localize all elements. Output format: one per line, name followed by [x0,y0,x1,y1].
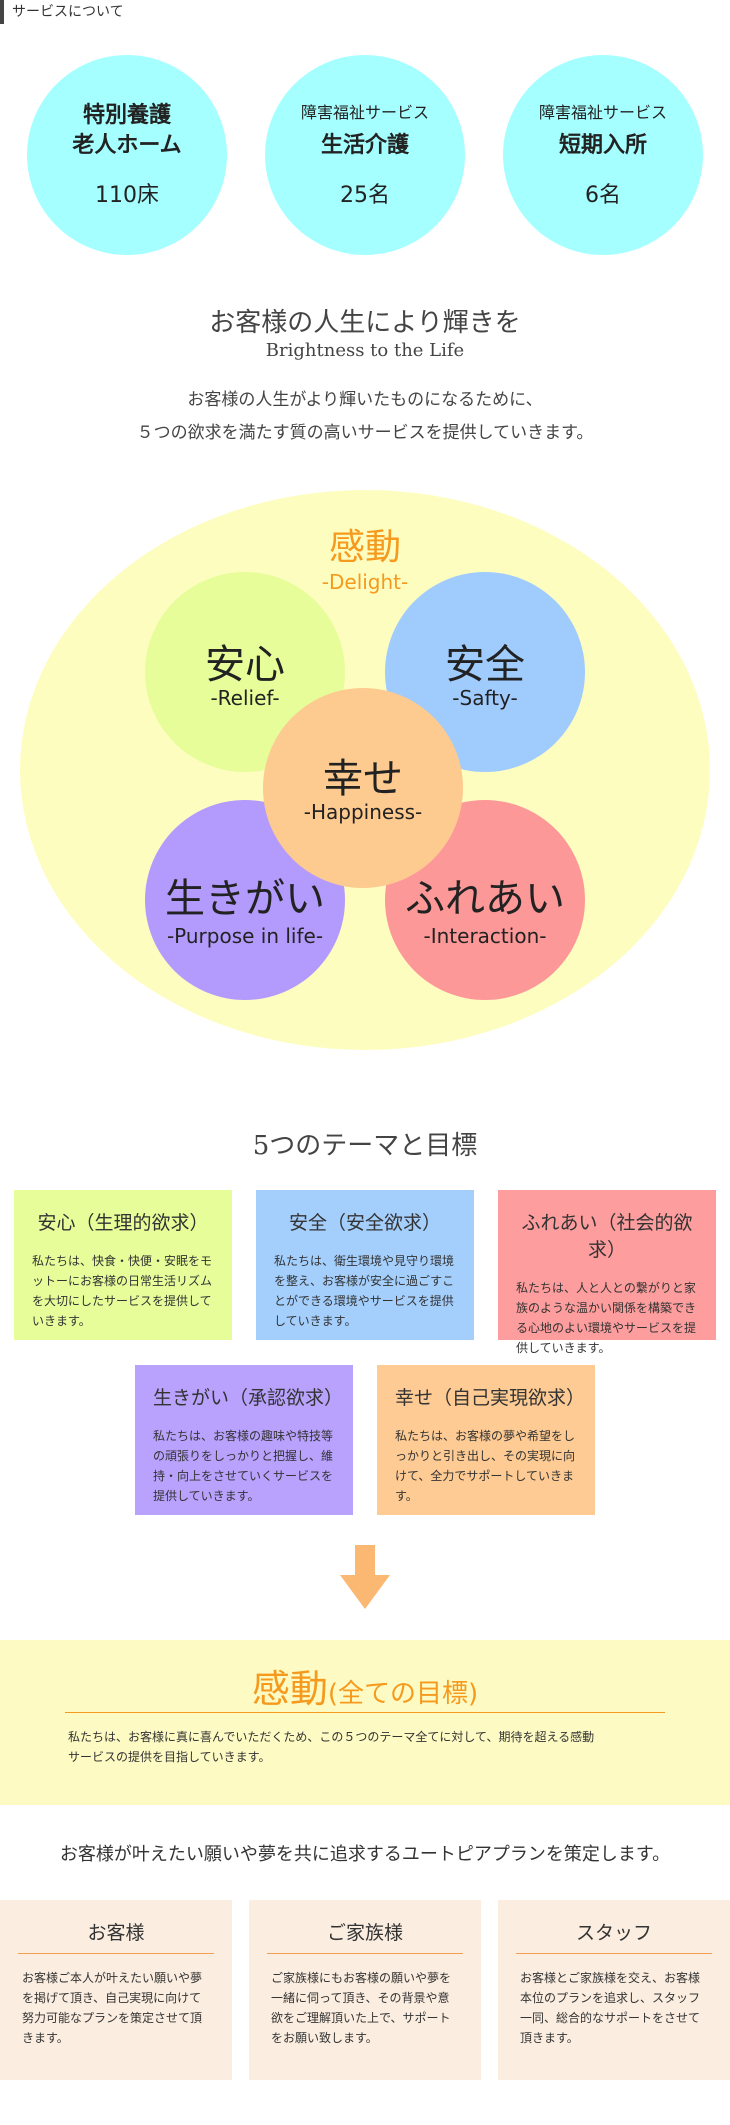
stat-title: 短期入所 [558,133,647,158]
plan-card-customer: お客様 お客様ご本人が叶えたい願いや夢を掲げて頂き、自己実現に向けて努力可能なプ… [0,1900,232,2080]
plan-card-divider [267,1953,463,1954]
theme-card-relief: 安心（生理的欲求） 私たちは、快食・快便・安眠をモットーにお客様の日常生活リズム… [14,1190,232,1340]
goal-line2: サービスの提供を目指していきます。 [68,1750,271,1764]
intro-heading: お客様の人生により輝きを [209,308,521,338]
theme-card-title: 生きがい（承認欲求） [153,1387,344,1409]
stat-title-line2: 老人ホーム [72,133,182,158]
plan-card-divider [18,1953,214,1954]
plan-heading: お客様が叶えたい願いや夢を共に追求するユートピアプランを策定します。 [59,1844,671,1865]
petal-label: 安心 [205,642,285,688]
intro-subheading: Brightness to the Life [265,340,465,361]
petal-label: 幸せ [323,756,403,802]
theme-card-happiness: 幸せ（自己実現欲求） 私たちは、お客様の夢や希望をしっかりと引き出し、その実現に… [377,1365,595,1515]
petal-label: 生きがい [165,876,325,922]
goal-panel: 感動(全ての目標) 私たちは、お客様に真に喜んでいただくため、この５つのテーマ全… [0,1640,730,1805]
plan-card-title: お客様 [87,1922,145,1944]
plan-card-body: お客様とご家族様を交え、お客様本位のプランを追求し、スタッフ一同、総合的なサポー… [520,1971,701,2045]
stat-title: 生活介護 [320,133,409,158]
petal-label: ふれあい [405,876,565,922]
delight-title: 感動 [328,527,401,568]
theme-card-body: 私たちは、快食・快便・安眠をモットーにお客様の日常生活リズムを大切にしたサービス… [32,1254,213,1328]
stat-category: 障害福祉サービス [538,103,667,122]
theme-card-safety: 安全（安全欲求） 私たちは、衛生環境や見守り環境を整え、お客様が安全に過ごすこと… [256,1190,474,1340]
petal-label-en: -Safty- [452,686,518,710]
theme-card-interaction: ふれあい（社会的欲求） 私たちは、人と人との繋がりと家族のような温かい関係を構築… [498,1190,716,1355]
theme-card-body: 私たちは、お客様の夢や希望をしっかりと引き出し、その実現に向けて、全力でサポート… [395,1429,576,1503]
plan-card-body: ご家族様にもお客様の願いや夢を一緒に伺って頂き、その背景や意欲をご理解頂いた上で… [271,1971,452,2045]
goal-title-wrap: 感動(全ての目標) [0,1658,730,1713]
stat-title-line1: 特別養護 [82,103,171,128]
themes-heading: 5つのテーマと目標 [252,1131,478,1161]
theme-card-purpose: 生きがい（承認欲求） 私たちは、お客様の趣味や特技等の頑張りをしっかりと把握し、… [135,1365,353,1515]
section-title: サービスについて [0,0,124,24]
petal-label-en: -Happiness- [303,800,423,824]
stat-count: 25名 [340,183,390,208]
plan-card-divider [516,1953,712,1954]
plan-card-staff: スタッフ お客様とご家族様を交え、お客様本位のプランを追求し、スタッフ一同、総合… [498,1900,730,2080]
plan-card-family: ご家族様 ご家族様にもお客様の願いや夢を一緒に伺って頂き、その背景や意欲をご理解… [249,1900,481,2080]
plan-card-body: お客様ご本人が叶えたい願いや夢を掲げて頂き、自己実現に向けて努力可能なプランを策… [22,1971,203,2045]
stat-count: 6名 [585,183,621,208]
stat-circle-nursing-home: 特別養護 老人ホーム 110床 [27,55,227,255]
petal-label-en: -Relief- [210,686,280,710]
goal-title-sub: (全ての目標) [327,1679,479,1709]
theme-card-title: 安全（安全欲求） [288,1212,441,1234]
goal-title: 感動 [251,1667,328,1711]
intro-line2: ５つの欲求を満たす質の高いサービスを提供していきます。 [136,423,594,443]
stat-category: 障害福祉サービス [300,103,429,122]
down-arrow-icon [340,1545,390,1614]
goal-divider [65,1712,665,1713]
stat-circle-short-stay: 障害福祉サービス 短期入所 6名 [503,55,703,255]
plan-card-title: ご家族様 [326,1922,403,1944]
theme-card-body: 私たちは、人と人との繋がりと家族のような温かい関係を構築できる心地のよい環境やサ… [516,1281,697,1355]
petal-happiness: 幸せ -Happiness- [263,688,463,888]
delight-subtitle: -Delight- [321,570,409,594]
theme-card-body: 私たちは、衛生環境や見守り環境を整え、お客様が安全に過ごすことができる環境やサー… [274,1254,455,1328]
goal-line1: 私たちは、お客様に真に喜んでいただくため、この５つのテーマ全てに対して、期待を超… [68,1730,595,1744]
theme-card-title: 幸せ（自己実現欲求） [395,1387,586,1409]
theme-card-title: ふれあい（社会的欲求） [521,1212,693,1261]
petal-label-en: -Interaction- [423,924,547,948]
plan-card-title: スタッフ [575,1922,652,1944]
petal-label: 安全 [445,642,525,688]
stat-count: 110床 [95,183,159,208]
theme-card-body: 私たちは、お客様の趣味や特技等の頑張りをしっかりと把握し、維持・向上をさせていく… [153,1429,334,1503]
stat-circle-daily-care: 障害福祉サービス 生活介護 25名 [265,55,465,255]
petal-label-en: -Purpose in life- [166,924,324,948]
theme-card-title: 安心（生理的欲求） [37,1212,209,1234]
intro-line1: お客様の人生がより輝いたものになるために、 [187,390,543,410]
